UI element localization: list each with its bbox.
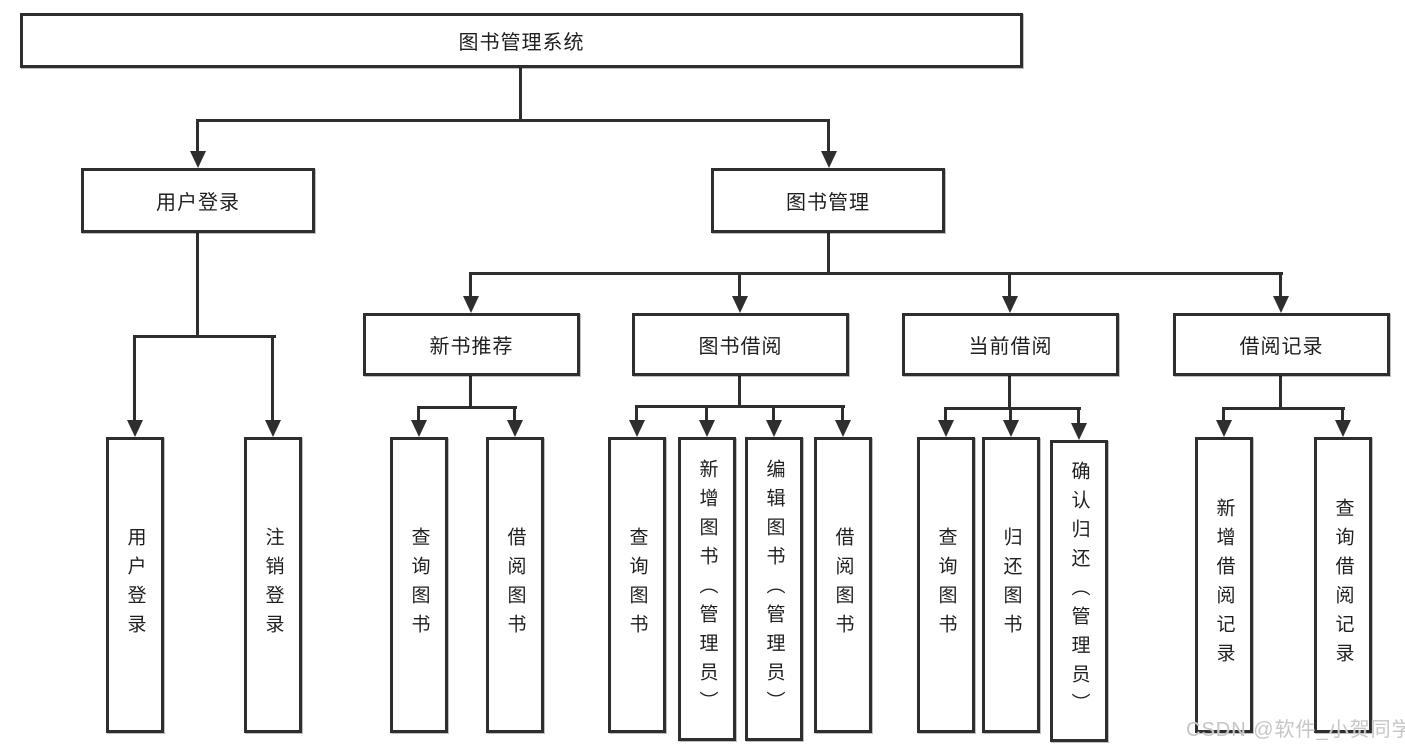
- node-borrowing-records: 借阅记录: [1173, 313, 1390, 376]
- connector-arrow: [1216, 407, 1232, 437]
- node-current-borrowing: 当前借阅: [902, 313, 1119, 376]
- connector-arrow: [190, 119, 206, 168]
- node-borrow-books: 借阅图书: [814, 437, 872, 733]
- connector-root-branch: [197, 119, 830, 122]
- connector-arrow: [699, 405, 715, 437]
- node-label: 查询图书: [408, 527, 430, 643]
- node-query-books-current: 查询图书: [917, 437, 975, 733]
- node-query-borrow-record: 查询借阅记录: [1314, 437, 1372, 733]
- connector-arrow: [821, 119, 837, 168]
- connector-current-stub: [1008, 376, 1011, 410]
- node-return-books: 归还图书: [982, 437, 1040, 733]
- csdn-watermark: CSDN @软件_小贺同学: [1186, 719, 1405, 741]
- connector-arrow: [1002, 272, 1018, 313]
- connector-arrow: [1071, 407, 1087, 440]
- node-query-books-recommend: 查询图书: [390, 437, 448, 733]
- node-borrow-books-recommend: 借阅图书: [486, 437, 544, 733]
- connector-arrow: [1335, 407, 1351, 437]
- connector-borrowing-stub: [738, 376, 741, 408]
- connector-bookmgmt-stub: [827, 233, 830, 275]
- connector-arrow: [411, 406, 427, 437]
- connector-recommend-branch: [418, 406, 517, 409]
- node-logout: 注销登录: [244, 437, 302, 733]
- node-label: 借阅图书: [504, 527, 526, 643]
- connector-arrow: [835, 405, 851, 437]
- node-label: 查询图书: [626, 527, 648, 643]
- connector-records-stub: [1279, 376, 1282, 410]
- node-new-book-recommendation: 新书推荐: [363, 313, 580, 376]
- connector-recommend-stub: [469, 376, 472, 409]
- node-label: 查询图书: [935, 527, 957, 643]
- connector-userlogin-stub: [196, 233, 199, 338]
- node-add-borrow-record: 新增借阅记录: [1195, 437, 1253, 733]
- connector-arrow: [265, 335, 281, 437]
- connector-arrow: [938, 407, 954, 437]
- connector-userlogin-branch: [134, 335, 276, 338]
- node-book-borrowing: 图书借阅: [632, 313, 849, 376]
- node-label: 确认归还（管理员）: [1068, 460, 1090, 722]
- node-label: 借阅图书: [832, 527, 854, 643]
- node-label: 新增借阅记录: [1213, 498, 1235, 672]
- connector-arrow: [1003, 407, 1019, 437]
- connector-arrow: [629, 405, 645, 437]
- node-query-books-borrow: 查询图书: [608, 437, 666, 733]
- connector-arrow: [732, 272, 748, 313]
- connector-arrow: [463, 272, 479, 313]
- connector-root-stub: [519, 68, 522, 122]
- connector-current-branch: [945, 407, 1081, 410]
- node-label: 查询借阅记录: [1332, 498, 1354, 672]
- connector-records-branch: [1223, 407, 1345, 410]
- node-label: 用户登录: [124, 527, 146, 643]
- connector-arrow: [127, 335, 143, 437]
- connector-arrow: [507, 406, 523, 437]
- connector-arrow: [1273, 272, 1289, 313]
- node-label: 注销登录: [262, 527, 284, 643]
- node-label: 归还图书: [1000, 527, 1022, 643]
- node-label: 编辑图书（管理员）: [763, 458, 785, 720]
- node-edit-books-admin: 编辑图书（管理员）: [745, 437, 803, 741]
- connector-arrow: [766, 405, 782, 437]
- node-book-management: 图书管理: [711, 168, 945, 233]
- node-user-login-action: 用户登录: [106, 437, 164, 733]
- node-label: 新增图书（管理员）: [696, 458, 718, 720]
- connector-bookmgmt-branch: [470, 272, 1283, 275]
- connector-borrowing-branch: [636, 405, 845, 408]
- node-confirm-return-admin: 确认归还（管理员）: [1050, 440, 1108, 742]
- node-user-login: 用户登录: [81, 168, 315, 233]
- node-add-books-admin: 新增图书（管理员）: [678, 437, 736, 741]
- node-library-management-system: 图书管理系统: [20, 13, 1023, 68]
